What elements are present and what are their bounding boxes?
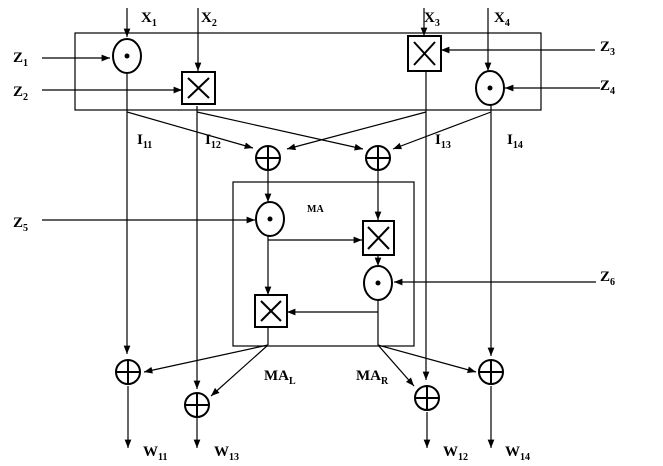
connection-lines — [42, 8, 600, 448]
xor-right-node — [365, 145, 391, 171]
label-x3: X3 — [424, 10, 440, 29]
label-z4: Z4 — [600, 78, 615, 97]
label-ma: MA — [307, 204, 324, 215]
label-w12: W12 — [443, 444, 468, 463]
first-layer-box — [74, 32, 542, 111]
label-i12: I12 — [205, 132, 221, 151]
ma-add-bottom-node — [254, 294, 288, 328]
label-z6: Z6 — [600, 269, 615, 288]
label-x1: X1 — [141, 10, 157, 29]
label-z5: Z5 — [13, 215, 28, 234]
label-i14: I14 — [507, 132, 523, 151]
mul-z1-node — [112, 38, 142, 74]
add-z3-node — [407, 35, 442, 72]
label-w13: W13 — [214, 444, 239, 463]
label-x2: X2 — [201, 10, 217, 29]
xor-w14-node — [478, 359, 504, 385]
label-w11: W11 — [143, 444, 167, 463]
label-ma-r: MAR — [356, 368, 389, 387]
label-z3: Z3 — [600, 39, 615, 58]
label-i13: I13 — [435, 132, 451, 151]
mul-z6-node — [363, 265, 393, 301]
add-z2-node — [181, 71, 216, 105]
xor-w11-node — [115, 359, 141, 385]
mul-z4-node — [475, 70, 505, 106]
label-z2: Z2 — [13, 84, 28, 103]
label-z1: Z1 — [13, 50, 28, 69]
label-ma-l: MAL — [264, 368, 296, 387]
mul-z5-node — [255, 201, 285, 237]
label-x4: X4 — [494, 10, 510, 29]
label-i11: I11 — [137, 132, 152, 151]
ma-block-box — [232, 181, 415, 347]
xor-w13-node — [184, 392, 210, 418]
label-w14: W14 — [505, 444, 530, 463]
xor-left-node — [255, 145, 281, 171]
ma-add-top-node — [362, 220, 395, 256]
xor-w12-node — [414, 385, 440, 411]
